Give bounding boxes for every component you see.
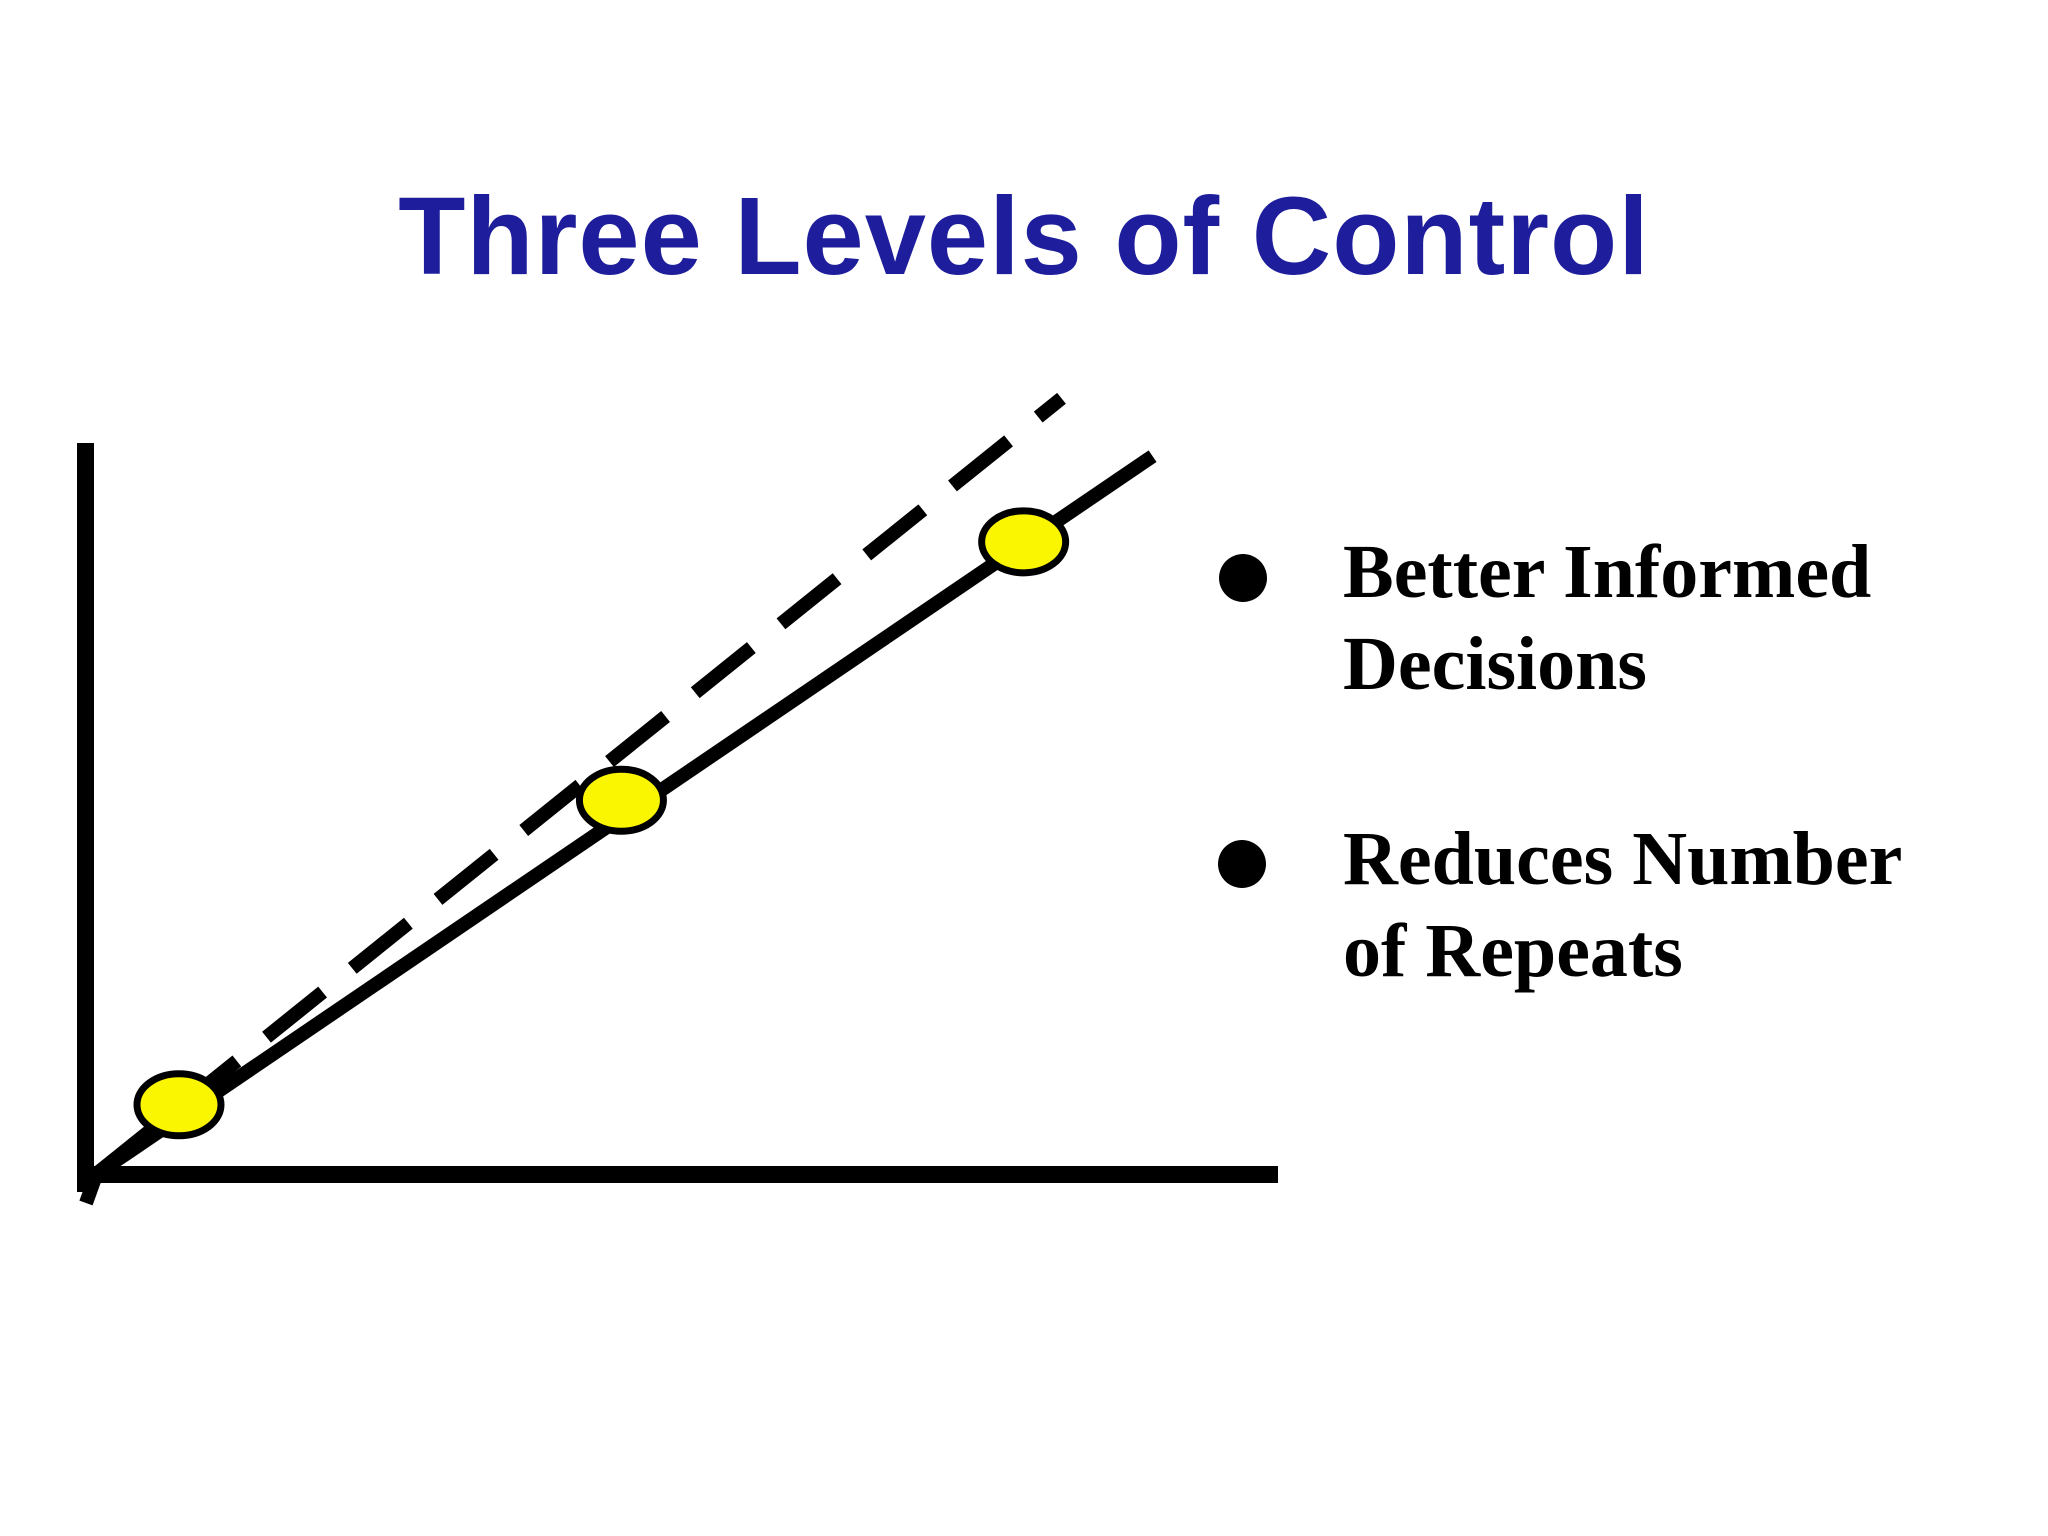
bullet-line: Better Informed [1343,530,1872,614]
data-point-marker [133,1070,225,1140]
dashed-reference-line [90,392,1066,1181]
origin-stroke-tail [79,1175,102,1206]
bullet-line: Decisions [1343,622,1647,706]
data-point-marker [978,507,1070,577]
bullet-line: Reduces Number [1343,817,1903,901]
bullet-marker-icon [1218,840,1266,888]
bullet-item-1: Better Informed Decisions [1343,526,1871,710]
bullet-item-2: Reduces Number of Repeats [1343,813,1902,997]
data-point-marker [575,765,667,835]
slide-title: Three Levels of Control [398,174,1650,298]
bullet-line: of Repeats [1343,909,1683,993]
bullet-marker-icon [1219,554,1267,602]
